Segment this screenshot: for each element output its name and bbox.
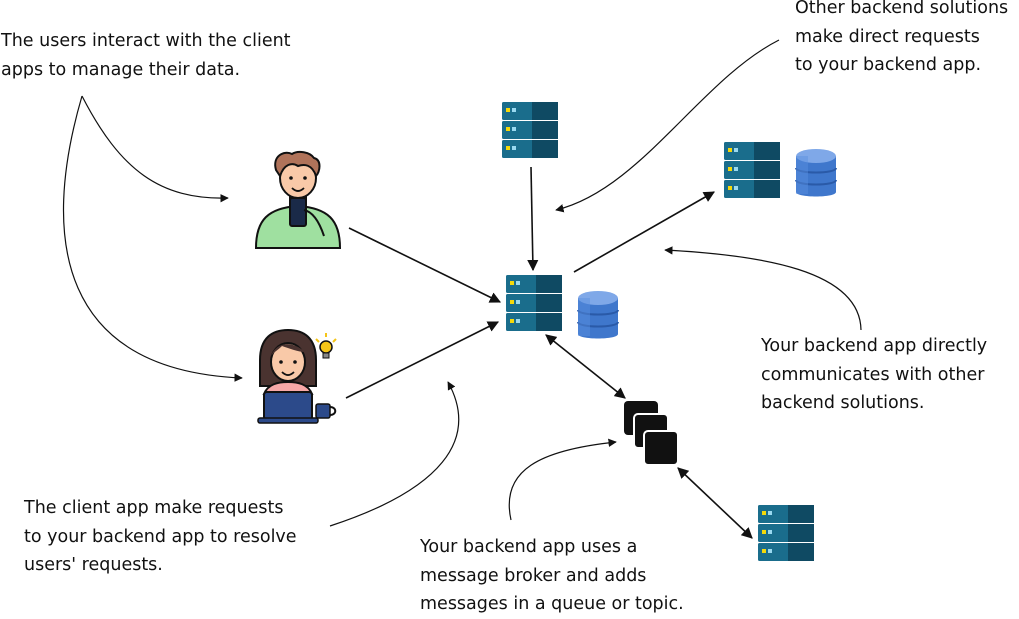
server-icon-top <box>502 102 558 158</box>
arrow-broker-bottom-server <box>677 467 753 539</box>
curve-client-requests <box>329 381 460 527</box>
note-client-requests: The client app make requests to your bac… <box>24 494 297 580</box>
note-line: to your backend app to resolve <box>24 526 297 547</box>
arrow-man-to-main <box>348 227 502 303</box>
lightbulb-icon <box>315 333 337 359</box>
note-line: The users interact with the client <box>1 31 291 51</box>
server-icon-right <box>724 142 780 198</box>
note-line: to your backend app. <box>795 55 982 75</box>
curve-users-to-woman <box>62 95 243 382</box>
note-message-broker: Your backend app uses a message broker a… <box>420 533 684 619</box>
woman-with-laptop-icon <box>257 328 319 424</box>
curve-users-to-man <box>81 95 229 203</box>
note-line: messages in a queue or topic. <box>420 594 684 614</box>
note-other-backend: Other backend solutions make direct requ… <box>795 0 1008 80</box>
arrow-woman-to-main <box>345 321 500 399</box>
database-icon-main <box>577 290 619 340</box>
curve-other-backend <box>555 39 780 213</box>
man-with-phone-icon <box>254 150 342 249</box>
server-icon-bottom <box>758 505 814 561</box>
note-line: Your backend app uses a <box>420 537 638 557</box>
message-broker-icon <box>624 401 679 466</box>
note-line: apps to manage their data. <box>1 59 241 80</box>
note-line: The client app make requests <box>24 498 284 518</box>
note-line: users' requests. <box>24 555 163 575</box>
arrow-main-to-right-server <box>573 191 715 273</box>
curve-backend-communicates <box>664 246 862 331</box>
note-line: message broker and adds <box>420 565 647 586</box>
note-users-interact: The users interact with the client apps … <box>1 27 291 84</box>
server-icon-main <box>506 275 562 331</box>
database-icon-right <box>795 148 837 198</box>
note-line: Other backend solutions <box>795 0 1009 18</box>
curve-message-broker <box>508 438 617 521</box>
coffee-cup-icon <box>315 403 337 419</box>
note-line: make direct requests <box>795 26 980 47</box>
note-line: Your backend app directly <box>761 336 988 356</box>
note-line: communicates with other <box>761 364 985 385</box>
arrows <box>345 166 753 539</box>
note-backend-communicates: Your backend app directly communicates w… <box>761 332 987 418</box>
arrow-main-broker <box>545 334 626 399</box>
note-line: backend solutions. <box>761 393 925 413</box>
annotation-arrows <box>62 39 862 527</box>
arrow-top-server-to-main <box>527 166 539 272</box>
